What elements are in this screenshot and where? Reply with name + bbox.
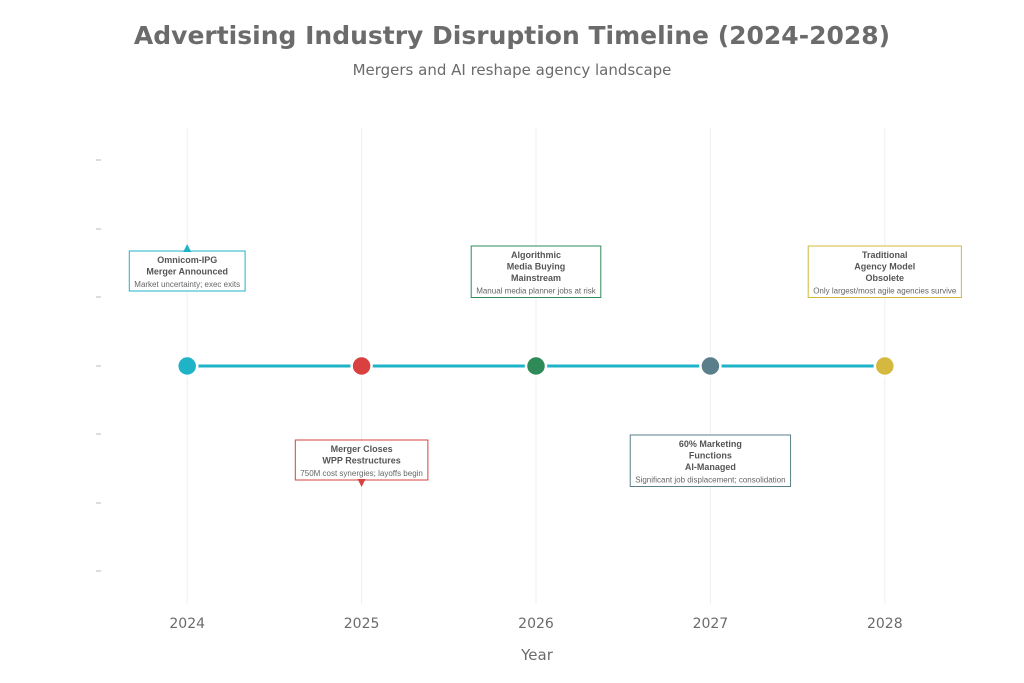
- x-tick-label: 2027: [693, 616, 729, 632]
- event-title-line: Traditional: [862, 250, 908, 260]
- x-tick-label: 2025: [344, 616, 380, 632]
- annotation-box: [629, 434, 792, 487]
- event-marker: [524, 354, 548, 378]
- chart-title: Advertising Industry Disruption Timeline…: [134, 21, 890, 50]
- annotation-arrow: [183, 244, 192, 252]
- event-description: Significant job displacement; consolidat…: [635, 476, 785, 485]
- event-description: 750M cost synergies; layoffs begin: [300, 469, 423, 478]
- x-axis-tick-labels: 2024 2025 2026 2027 2028: [169, 616, 902, 632]
- x-tick-label: 2028: [867, 616, 903, 632]
- event-title-line: Mainstream: [511, 273, 561, 283]
- annotation-arrow: [357, 479, 366, 487]
- event-marker: [175, 354, 199, 378]
- event-description: Only largest/most agile agencies survive: [813, 287, 957, 296]
- event-title-line: AI-Managed: [685, 462, 736, 472]
- event-title-line: Agency Model: [854, 262, 915, 272]
- annotation-box: [470, 245, 602, 298]
- event-title-line: WPP Restructures: [322, 456, 400, 466]
- event-marker: [699, 354, 722, 378]
- event-title-line: Merger Announced: [146, 267, 228, 277]
- y-axis-ticks: [96, 159, 101, 572]
- event-title-line: Merger Closes: [331, 444, 393, 454]
- event-description: Manual media planner jobs at risk: [476, 287, 597, 296]
- event-title-line: Media Buying: [507, 262, 566, 272]
- event-title-line: Omnicom-IPG: [157, 255, 217, 265]
- x-axis-label: Year: [520, 646, 554, 664]
- event-title-line: Algorithmic: [511, 250, 561, 260]
- chart-subtitle: Mergers and AI reshape agency landscape: [353, 61, 672, 79]
- x-tick-label: 2026: [518, 616, 554, 632]
- annotation-box: [294, 439, 429, 481]
- annotation-box: [807, 245, 962, 298]
- event-title-line: Functions: [689, 451, 732, 461]
- annotation-box: [128, 250, 246, 292]
- x-tick-label: 2024: [169, 616, 205, 632]
- event-annotation: 60% MarketingFunctionsAI-ManagedSignific…: [629, 434, 792, 487]
- event-marker: [873, 354, 897, 378]
- event-description: Market uncertainty; exec exits: [134, 280, 240, 289]
- event-title-line: 60% Marketing: [679, 439, 742, 449]
- event-marker: [350, 354, 373, 378]
- event-title-line: Obsolete: [866, 273, 905, 283]
